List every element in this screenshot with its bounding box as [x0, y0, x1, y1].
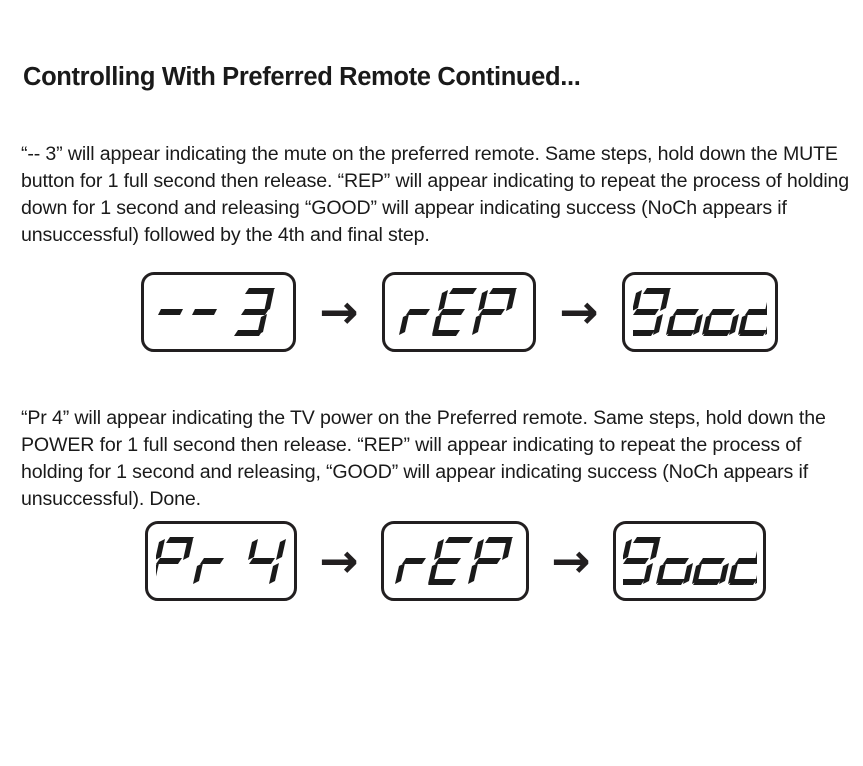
- arrow-icon-step-1-power: →: [319, 533, 359, 589]
- arrow-icon-step-2-mute: →: [559, 284, 599, 340]
- lcd-display-rep-power: [381, 521, 529, 601]
- arrow-icon-step-2-power: →: [551, 533, 591, 589]
- paragraph-mute-instructions: “-- 3” will appear indicating the mute o…: [21, 142, 850, 247]
- lcd-display-rep-mute: [382, 272, 536, 352]
- seven-segment-rep: [399, 288, 517, 336]
- seven-segment-9ood: [633, 288, 767, 336]
- lcd-display-good-power: [613, 521, 766, 601]
- arrow-icon-step-1-mute: →: [319, 284, 359, 340]
- lcd-display-pr-4: [145, 521, 297, 601]
- page-title: Controlling With Preferred Remote Contin…: [23, 63, 581, 92]
- display-sequence-mute: →: [141, 272, 778, 352]
- seven-segment-dash-dash-3: [157, 288, 275, 336]
- display-sequence-power: → →: [145, 521, 766, 601]
- lcd-display-good-mute: [622, 272, 778, 352]
- seven-segment-pr4: [156, 537, 286, 584]
- paragraph-power-instructions: “Pr 4” will appear indicating the TV pow…: [21, 406, 826, 511]
- seven-segment-rep-2: [395, 537, 513, 585]
- seven-segment-9ood-2: [622, 537, 757, 585]
- lcd-display-dash-dash-3: [141, 272, 296, 352]
